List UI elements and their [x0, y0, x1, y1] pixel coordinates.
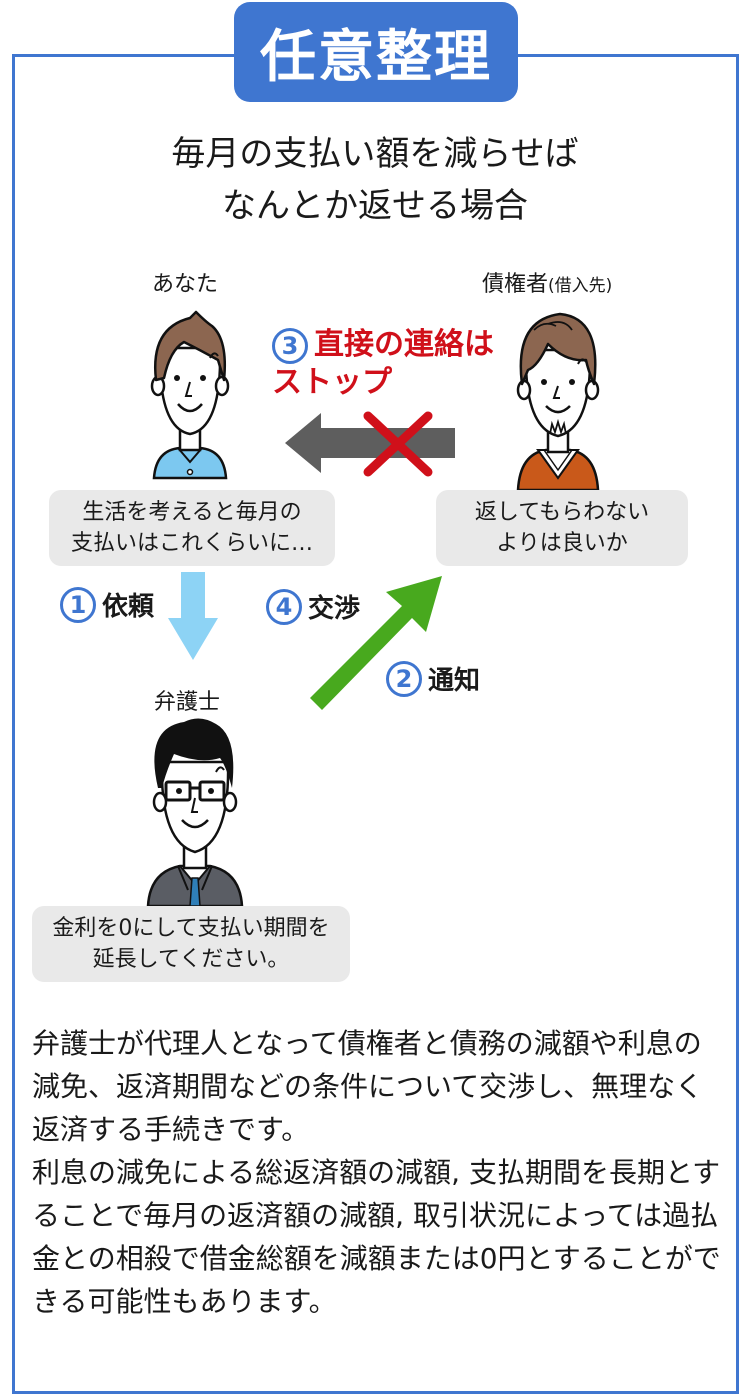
step-4-label: 交渉	[308, 594, 361, 624]
you-speech-bubble: 生活を考えると毎月の 支払いはこれくらいに…	[49, 490, 335, 566]
lawyer-character-icon	[146, 718, 244, 906]
red-x-icon	[363, 411, 433, 477]
step-1-request: 1 依頼	[60, 586, 154, 623]
page-title: 任意整理	[260, 24, 492, 90]
arrow-up-right-icon	[310, 576, 442, 710]
step-3-label-line-1: 直接の連絡は	[314, 327, 494, 362]
title-badge: 任意整理	[234, 2, 518, 102]
step-number-2: 2	[386, 660, 422, 697]
step-3-stop-contact: 3 直接の連絡は ストップ	[272, 326, 494, 402]
lawyer-speech-bubble: 金利を0にして支払い期間を 延長してください。	[32, 906, 350, 982]
step-2-notification: 2 通知	[386, 660, 480, 697]
description-paragraph-1: 弁護士が代理人となって債権者と債務の減額や利息の減免、返済期間などの条件について…	[32, 1027, 704, 1146]
step-1-label: 依頼	[102, 592, 155, 622]
step-3-label-line-2: ストップ	[272, 365, 392, 400]
you-label: あなた	[152, 272, 219, 297]
step-4-negotiation: 4 交渉	[266, 588, 360, 625]
step-number-4: 4	[266, 588, 302, 625]
creditor-label: 債権者(借入先)	[482, 272, 613, 297]
creditor-speech-bubble: 返してもらわない よりは良いか	[436, 490, 688, 566]
description-paragraph-2: 利息の減免による総返済額の減額, 支払期間を長期とすることで毎月の返済額の減額,…	[32, 1156, 721, 1318]
subtitle-line-1: 毎月の支払い額を減らせば	[171, 134, 579, 174]
step-number-1: 1	[60, 586, 96, 623]
subtitle-line-2: なんとか返せる場合	[222, 186, 528, 226]
lawyer-label: 弁護士	[154, 690, 221, 715]
you-character-icon	[150, 310, 230, 480]
creditor-sublabel: (借入先)	[548, 276, 613, 296]
description: 弁護士が代理人となって債権者と債務の減額や利息の減免、返済期間などの条件について…	[32, 1022, 722, 1323]
diagram-frame	[12, 54, 739, 1394]
step-number-3: 3	[272, 328, 308, 364]
step-2-label: 通知	[428, 666, 481, 696]
arrow-down-icon	[168, 572, 218, 660]
creditor-character-icon	[516, 312, 600, 490]
